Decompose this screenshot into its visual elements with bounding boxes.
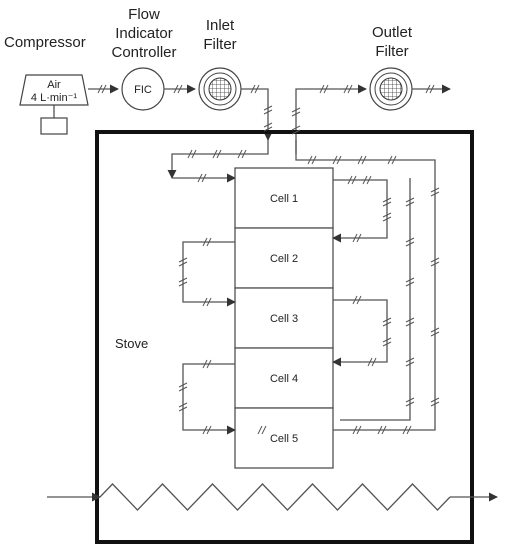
stove-label: Stove xyxy=(115,336,148,351)
outlet-filter-label-line1: Outlet xyxy=(372,24,413,41)
cell-5 xyxy=(234,407,334,469)
compressor-base xyxy=(40,117,68,135)
fic-label: FIC xyxy=(134,84,152,96)
compressor: Air 4 L·min⁻¹ xyxy=(19,74,89,135)
flow-label-line2: Indicator xyxy=(115,25,173,42)
flow-label-line3: Controller xyxy=(111,44,176,61)
heater-coil xyxy=(47,483,498,511)
cell-1 xyxy=(234,167,334,229)
cell-3 xyxy=(234,287,334,349)
air-label: Air xyxy=(47,79,61,91)
air-rate-label: 4 L·min⁻¹ xyxy=(31,92,77,104)
cell-label: Cell 3 xyxy=(270,313,298,325)
internal-piping xyxy=(182,154,436,435)
stove-enclosure xyxy=(95,130,474,544)
inlet-filter-label-line2: Filter xyxy=(203,36,236,53)
inlet-filter-icon xyxy=(198,67,242,111)
outlet-filter-label-line2: Filter xyxy=(375,43,408,60)
flow-label-line1: Flow xyxy=(128,6,160,23)
cell-4 xyxy=(234,347,334,409)
pipe-hatch-marks xyxy=(97,84,440,435)
outlet-filter-icon xyxy=(369,67,413,111)
cell-label: Cell 2 xyxy=(270,253,298,265)
cell-label: Cell 5 xyxy=(270,433,298,445)
flow-indicator-controller: FIC xyxy=(121,67,165,111)
cell-label: Cell 4 xyxy=(270,373,298,385)
inlet-filter-label-line1: Inlet xyxy=(206,17,235,34)
cell-stack: Cell 1 Cell 2 Cell 3 Cell 4 Cell 5 xyxy=(234,167,334,469)
cell-2 xyxy=(234,227,334,289)
cell-label: Cell 1 xyxy=(270,193,298,205)
compressor-label: Compressor xyxy=(4,34,86,51)
